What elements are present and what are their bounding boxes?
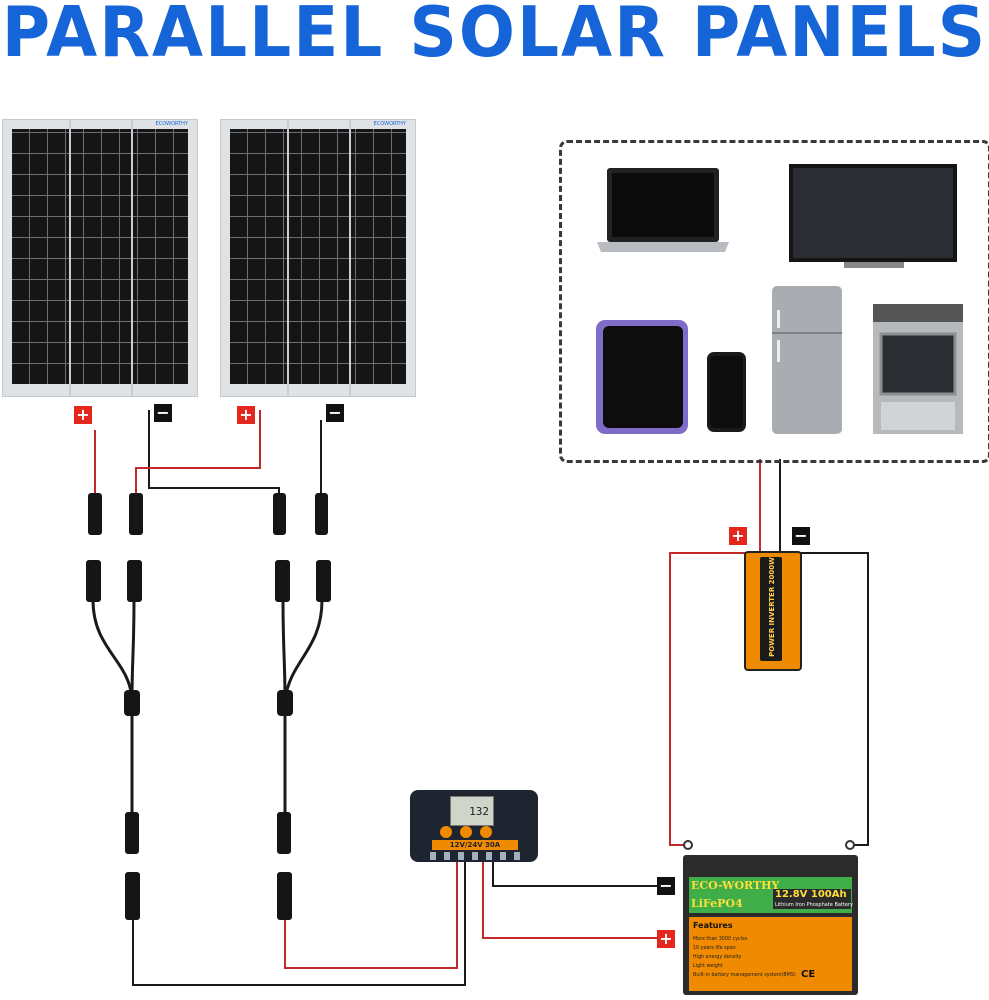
mc4-connector [273, 493, 286, 535]
solar-panel-1: ECOWORTHY [2, 119, 198, 397]
devices-illustration [596, 164, 963, 434]
negative-sign: − [326, 404, 344, 422]
y-splitter-body [124, 690, 140, 716]
battery-subtitle: Lithium Iron Phosphate Battery [775, 902, 853, 908]
fridge-icon [772, 286, 842, 434]
mc4-connector [125, 872, 140, 920]
negative-sign: − [657, 877, 675, 895]
battery-chemistry: LiFePO4 [691, 897, 743, 910]
wire-panel2-positive [135, 410, 261, 500]
controller-button[interactable] [440, 826, 452, 838]
mc4-connector [277, 872, 292, 920]
wire-battery-negative [492, 862, 657, 887]
tablet-icon [596, 320, 688, 434]
battery-features-title: Features [693, 921, 733, 930]
mc4-connector [125, 812, 139, 854]
branch-cable-left-b [130, 599, 136, 701]
positive-sign: + [74, 406, 92, 424]
page-title: PARALLEL SOLAR PANELS [1, 0, 988, 73]
positive-sign: + [729, 527, 747, 545]
wire-inverter-negative [793, 552, 869, 846]
mc4-connector [129, 493, 143, 535]
positive-sign: + [657, 930, 675, 948]
wire-pv-negative [132, 862, 466, 986]
controller-button[interactable] [480, 826, 492, 838]
mc4-connector [127, 560, 142, 602]
wire-battery-positive [482, 862, 657, 939]
negative-sign: − [792, 527, 810, 545]
mc4-connector [277, 812, 291, 854]
controller-terminals [430, 852, 520, 860]
y-splitter-body [277, 690, 293, 716]
mc4-connector [275, 560, 290, 602]
oven-icon [873, 304, 963, 434]
certification-marks: CE [801, 969, 816, 980]
battery-rating: 12.8V 100Ah [775, 889, 847, 900]
mc4-connector [86, 560, 101, 602]
negative-sign: − [154, 404, 172, 422]
controller-button[interactable] [460, 826, 472, 838]
wire-pv-positive [284, 862, 458, 969]
power-inverter: POWER INVERTER 2000W [744, 551, 802, 671]
battery-brand: ECO-WORTHY [691, 879, 780, 892]
inverter-label: POWER INVERTER 2000W [768, 557, 776, 657]
tv-icon [789, 164, 957, 268]
battery-features-list: More than 3000 cycles 10 years life span… [693, 937, 796, 978]
charge-controller: 132 12V/24V 30A [410, 790, 538, 862]
lifepo4-battery: ECO-WORTHY LiFePO4 12.8V 100Ah Lithium I… [683, 855, 858, 995]
controller-display: 132 [450, 796, 494, 826]
mc4-connector [315, 493, 328, 535]
positive-sign: + [237, 406, 255, 424]
phone-icon [707, 352, 746, 432]
branch-cable-right-b [283, 599, 324, 701]
mc4-connector [316, 560, 331, 602]
controller-label: 12V/24V 30A [432, 840, 518, 850]
laptop-icon [597, 168, 729, 252]
solar-panel-2: ECOWORTHY [220, 119, 416, 397]
mc4-connector [88, 493, 102, 535]
wire-inverter-positive [669, 552, 748, 846]
